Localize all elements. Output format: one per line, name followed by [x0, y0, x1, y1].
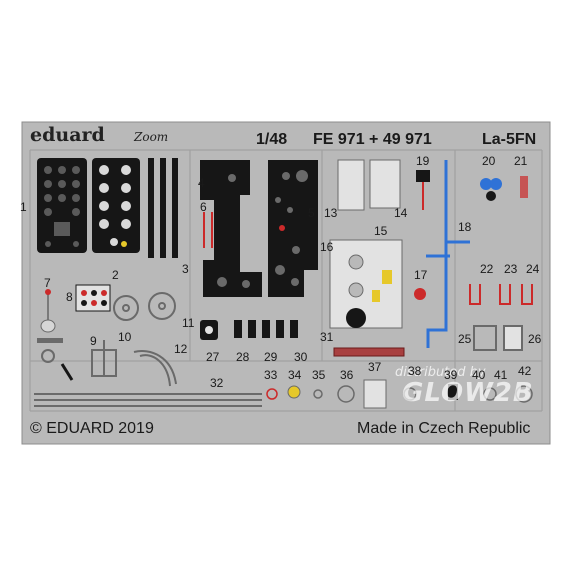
- part-33-42-small-parts: [266, 379, 533, 409]
- part-9-bracket: [91, 340, 117, 377]
- part-number: 11: [182, 316, 195, 330]
- part-6-cables: [203, 212, 213, 248]
- part-number: 41: [494, 368, 508, 382]
- part-18-blue-tubing: [426, 160, 470, 348]
- part-number: 9: [90, 334, 97, 348]
- set-code: FE 971 + 49 971: [313, 131, 432, 148]
- part-number: 2: [112, 268, 119, 282]
- part-number: 16: [320, 240, 334, 254]
- model-name: La-5FN: [482, 131, 537, 148]
- part-number: 30: [294, 350, 308, 364]
- part-16-17-gunsight: [329, 239, 426, 329]
- part-number: 3: [182, 262, 189, 276]
- part-number: 17: [414, 268, 428, 282]
- part-number: 27: [206, 350, 220, 364]
- part-number: 14: [394, 206, 408, 220]
- watermark-line2: GLOW2B: [402, 378, 534, 408]
- part-number: 19: [416, 154, 430, 168]
- part-number: 18: [458, 220, 472, 234]
- part-number: 13: [324, 206, 338, 220]
- part-27-30-plates: [200, 320, 298, 340]
- part-1-instrument-panel-left: [37, 158, 87, 253]
- part-number: 42: [518, 364, 532, 378]
- part-number: 33: [264, 368, 278, 382]
- part-number: 10: [118, 330, 132, 344]
- part-number: 36: [340, 368, 354, 382]
- part-number: 1: [20, 200, 27, 214]
- part-7-throttle-lever: [37, 289, 74, 381]
- copyright: © EDUARD 2019: [30, 420, 154, 437]
- part-13-15-switch-panels: [337, 159, 401, 211]
- part-number: 4: [198, 176, 205, 190]
- brand-logo: eduard: [30, 124, 105, 146]
- part-number: 25: [458, 332, 472, 346]
- part-number: 21: [514, 154, 528, 168]
- scale-label: 1/48: [256, 131, 288, 148]
- watermark-line1: distributed by: [395, 365, 486, 380]
- part-number: 15: [374, 224, 388, 238]
- part-10-wheels: [113, 292, 176, 321]
- part-25-26-brackets: [473, 325, 523, 351]
- part-number: 12: [174, 342, 188, 356]
- part-31-handle: [333, 347, 405, 357]
- part-number: 8: [66, 290, 73, 304]
- part-number: 7: [44, 276, 51, 290]
- part-number: 32: [210, 376, 224, 390]
- part-number: 38: [408, 364, 422, 378]
- part-3-straps: [148, 158, 178, 258]
- part-number: 22: [480, 262, 494, 276]
- part-number: 37: [368, 360, 382, 374]
- zoom-logo: Zoom: [134, 130, 169, 144]
- part-number: 6: [200, 200, 207, 214]
- part-number: 31: [320, 330, 334, 344]
- part-number: 40: [472, 368, 486, 382]
- part-number: 26: [528, 332, 542, 346]
- part-20-21-dials: [480, 176, 528, 201]
- part-number: 34: [288, 368, 302, 382]
- part-number: 39: [444, 368, 458, 382]
- part-number: 29: [264, 350, 278, 364]
- part-2-instrument-dials: [92, 158, 140, 253]
- part-number: 28: [236, 350, 250, 364]
- part-32-rods: [34, 393, 262, 407]
- part-number: 24: [526, 262, 540, 276]
- part-19-gauge: [416, 170, 430, 210]
- part-number: 23: [504, 262, 518, 276]
- part-22-24-clips: [469, 284, 533, 305]
- part-4-5-main-dashboard: [200, 160, 318, 297]
- part-number: 35: [312, 368, 326, 382]
- part-number: 20: [482, 154, 496, 168]
- part-12-pipes: [133, 350, 177, 387]
- origin-label: Made in Czech Republic: [357, 420, 531, 437]
- part-number: 5: [308, 206, 315, 220]
- part-8-control-box: [75, 284, 111, 312]
